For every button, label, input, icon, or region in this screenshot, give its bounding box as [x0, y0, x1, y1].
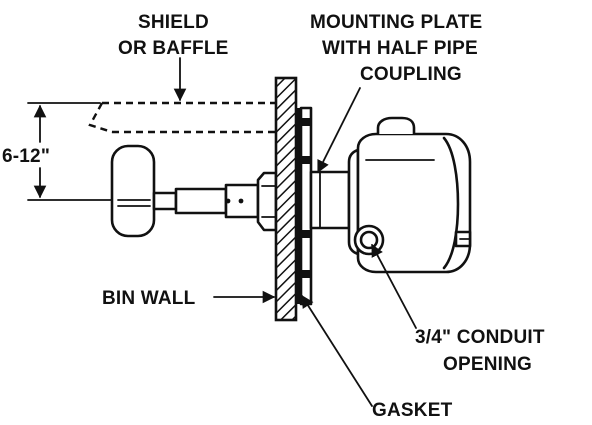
dimension-indicator: [27, 102, 119, 201]
conduit-label-line1: 3/4" CONDUIT: [415, 327, 545, 348]
shield-baffle-outline: [88, 101, 276, 134]
gasket-label: GASKET: [372, 400, 453, 421]
gasket-leader-arrow: [301, 294, 373, 407]
shaft: [152, 183, 260, 219]
shield-label-line1: SHIELD: [138, 12, 209, 33]
switch-housing: [347, 116, 472, 274]
bin-wall-label: BIN WALL: [102, 288, 196, 309]
mounting-plate: [299, 106, 313, 306]
gasket: [296, 108, 301, 304]
paddle: [110, 144, 156, 238]
conduit-opening: [353, 224, 385, 256]
conduit-leader-arrow: [371, 243, 417, 329]
dimension-label: 6-12": [2, 146, 50, 167]
mounting-label-line1: MOUNTING PLATE: [310, 12, 482, 33]
mounting-label-line2: WITH HALF PIPE: [322, 38, 478, 59]
conduit-label-line2: OPENING: [443, 354, 532, 375]
bin-wall: [274, 76, 298, 322]
mounting-leader-arrow: [317, 87, 361, 174]
coupling-collar: [309, 170, 351, 230]
half-pipe-coupling: [256, 171, 278, 232]
mounting-label-line3: COUPLING: [360, 64, 462, 85]
shield-label-line2: OR BAFFLE: [118, 38, 229, 59]
